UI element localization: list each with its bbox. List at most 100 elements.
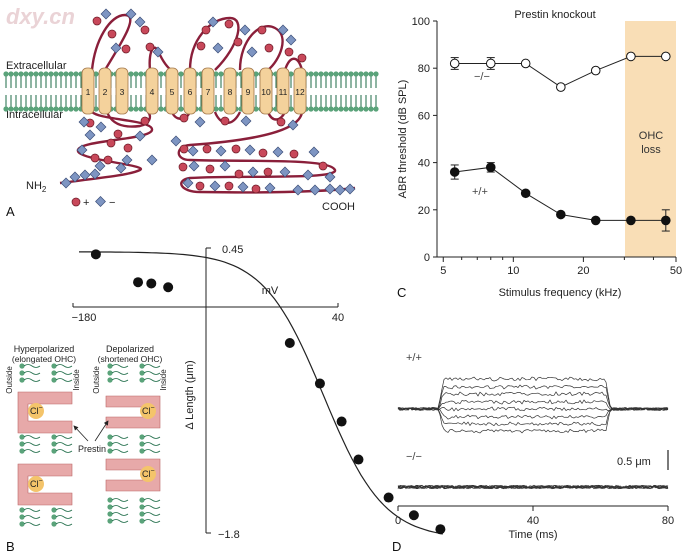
helix-label: 11 xyxy=(279,87,288,97)
lipid-head xyxy=(218,71,224,77)
lipid-head xyxy=(139,497,145,503)
lipid-head xyxy=(3,71,9,77)
panel-b-fit-curve xyxy=(79,251,443,535)
panel-a-letter: A xyxy=(6,204,15,219)
lipid-tail xyxy=(111,519,129,523)
positive-residue xyxy=(297,53,307,63)
negative-residue xyxy=(287,119,299,131)
panel-d-traces xyxy=(397,376,669,490)
lipid-head xyxy=(33,106,39,112)
lipid-head xyxy=(373,106,379,112)
lipid-head xyxy=(363,106,369,112)
positive-residue xyxy=(90,153,100,163)
legend-negative-label: − xyxy=(109,197,115,209)
positive-residue xyxy=(92,16,102,26)
chloride-ion-icon xyxy=(28,403,44,419)
data-point xyxy=(336,416,347,427)
legend-positive-icon xyxy=(71,197,81,207)
lipid-head xyxy=(348,71,354,77)
data-point xyxy=(520,58,531,69)
positive-residue xyxy=(103,155,113,165)
positive-residue xyxy=(264,43,274,53)
negative-residue xyxy=(308,146,320,158)
lipid-tail xyxy=(111,378,129,382)
lipid-tail xyxy=(111,435,129,439)
data-point xyxy=(626,51,636,62)
prestin-protein-left-bottom xyxy=(17,463,73,506)
trace-label-ko: −/− xyxy=(406,451,422,463)
panel-d-letter: D xyxy=(392,539,401,554)
ohc-schematic: Hyperpolarized (elongated OHC) Depolariz… xyxy=(5,344,168,527)
lipid-head xyxy=(308,71,314,77)
lipid-head xyxy=(213,106,219,112)
positive-residue xyxy=(318,161,328,171)
lipid-head xyxy=(48,106,54,112)
lipid-tail xyxy=(143,449,161,453)
negative-residue xyxy=(247,166,259,178)
lipid-tail xyxy=(23,449,41,453)
positive-residue xyxy=(257,25,267,35)
lipid-head xyxy=(363,71,369,77)
lipid-head xyxy=(51,363,57,369)
trace-wt xyxy=(397,407,669,434)
y-tick-label: 60 xyxy=(418,110,430,122)
positive-residue xyxy=(220,116,230,126)
lipid-head xyxy=(139,363,145,369)
panel-a-extracellular-label: Extracellular xyxy=(6,60,67,72)
lipid-tail xyxy=(55,364,73,368)
helix-label: 5 xyxy=(170,87,175,97)
helix-11 xyxy=(276,67,290,115)
ohc-loss-label-2: loss xyxy=(641,144,661,156)
helix-9 xyxy=(241,67,255,115)
negative-residue xyxy=(76,144,88,156)
lipid-head xyxy=(373,71,379,77)
lipid-head xyxy=(338,106,344,112)
lipid-head xyxy=(333,71,339,77)
negative-residue xyxy=(264,182,276,194)
data-point xyxy=(90,249,101,260)
positive-residue xyxy=(121,44,131,54)
x-tick-label: 40 xyxy=(527,515,539,527)
panel-c-y-label: ABR threshold (dB SPL) xyxy=(397,80,409,199)
helix-label: 9 xyxy=(246,87,251,97)
x-tick-label: 80 xyxy=(662,515,674,527)
lipid-tail xyxy=(23,371,41,375)
lipid-tail xyxy=(143,512,161,516)
negative-residue xyxy=(207,16,219,28)
negative-residue xyxy=(94,160,106,172)
helix-label: 4 xyxy=(150,87,155,97)
negative-residue xyxy=(79,169,91,181)
lipid-tail xyxy=(143,378,161,382)
panel-a-n-terminal-label: NH2 xyxy=(26,180,47,194)
positive-residue xyxy=(106,138,116,148)
helix-12 xyxy=(293,67,307,115)
lipid-head xyxy=(139,511,145,517)
lipid-head xyxy=(19,507,25,513)
helix-7 xyxy=(201,67,215,115)
lipid-tail xyxy=(111,371,129,375)
lipid-head xyxy=(368,106,374,112)
lipid-head xyxy=(51,434,57,440)
lipid-head xyxy=(19,434,25,440)
lipid-head xyxy=(28,106,34,112)
positive-residue xyxy=(233,37,243,47)
negative-residue xyxy=(146,154,158,166)
ohc-loss-label-1: OHC xyxy=(639,130,664,142)
helix-8 xyxy=(223,67,237,115)
lipid-head xyxy=(213,71,219,77)
hyperpolarized-sublabel: (elongated OHC) xyxy=(12,354,76,364)
negative-residue xyxy=(219,160,231,172)
data-point xyxy=(146,278,157,289)
negative-residue xyxy=(344,183,356,195)
negative-residue xyxy=(60,177,72,189)
positive-residue xyxy=(113,129,123,139)
lipid-head xyxy=(139,441,145,447)
lipid-head xyxy=(323,106,329,112)
lipid-head xyxy=(107,497,113,503)
data-point xyxy=(435,524,446,535)
lipid-head xyxy=(353,106,359,112)
negative-residue xyxy=(324,183,336,195)
data-point xyxy=(485,162,496,173)
chloride-label: Cl− xyxy=(30,478,43,489)
